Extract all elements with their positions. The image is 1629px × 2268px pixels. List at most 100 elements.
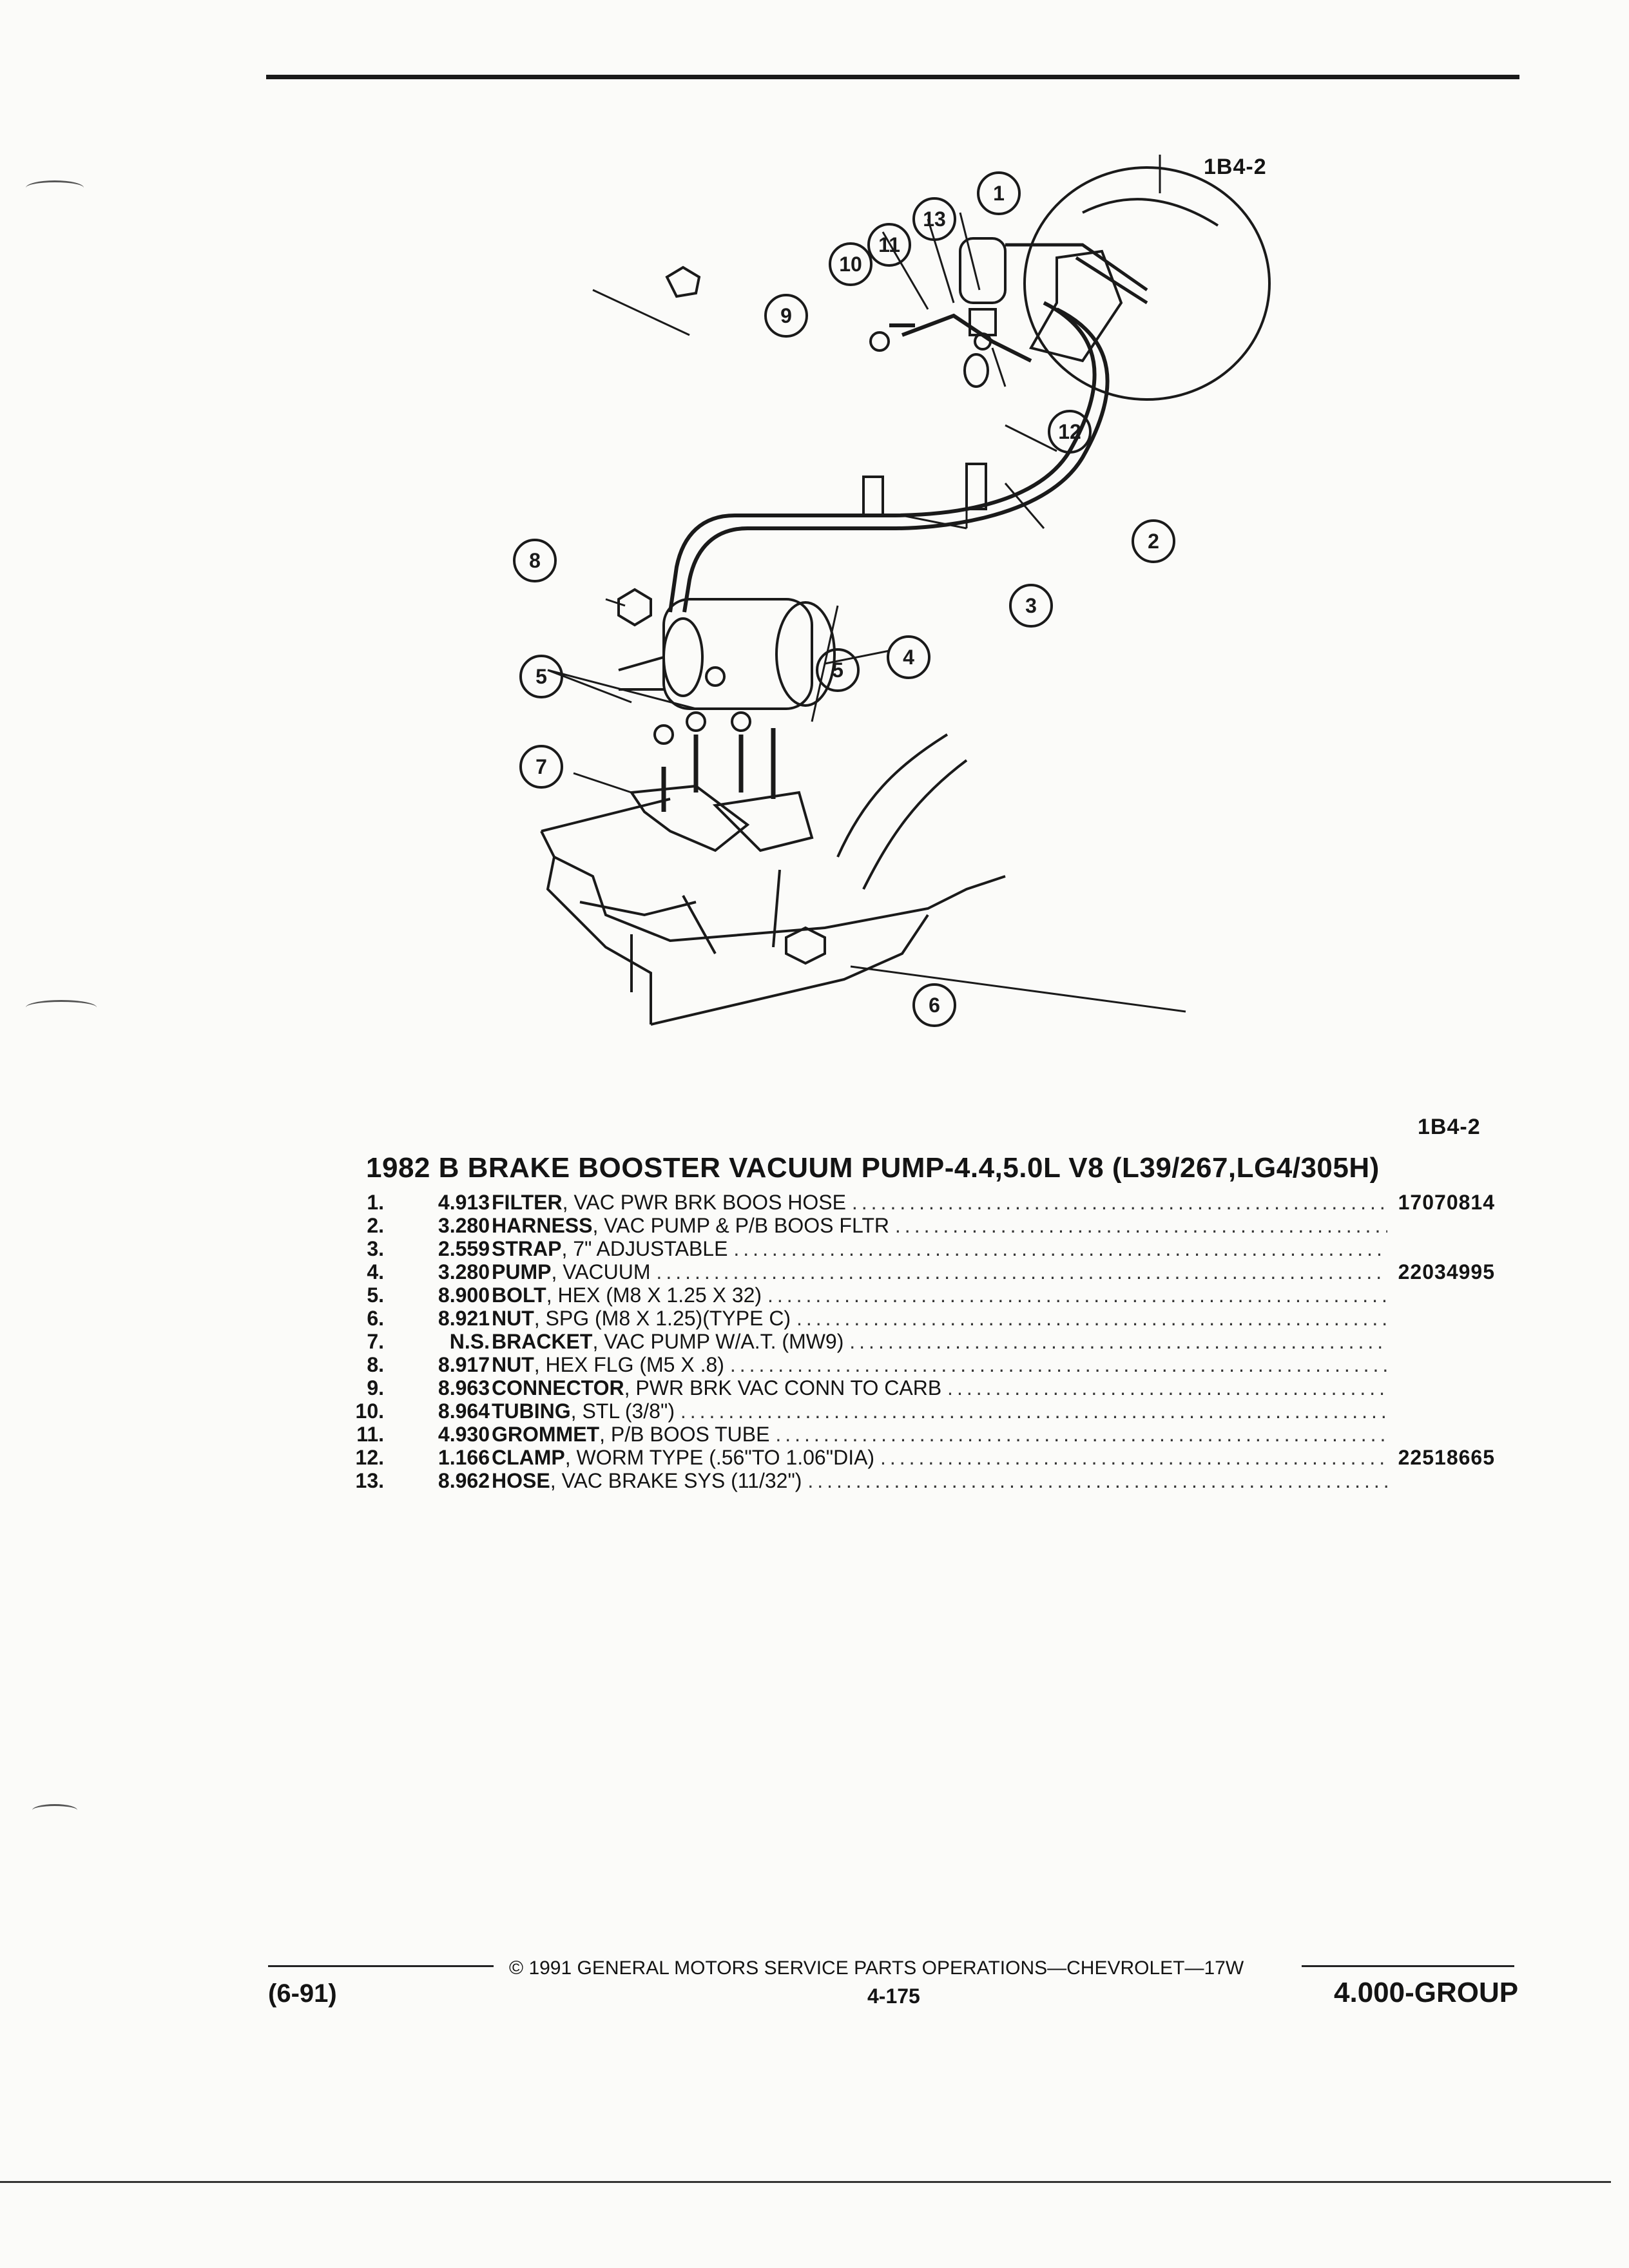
callout-8: 8 <box>529 549 541 572</box>
part-name: NUT <box>492 1307 534 1330</box>
diagram-ref-code-top: 1B4-2 <box>1204 155 1267 179</box>
dot-leader: ........................................… <box>656 1260 1387 1283</box>
brake-booster-shape <box>1023 166 1271 401</box>
dot-leader: ........................................… <box>796 1307 1387 1330</box>
part-code: 3.280 <box>438 1214 490 1237</box>
callout-4: 4 <box>903 646 914 669</box>
part-number: 17070814 <box>1398 1191 1495 1214</box>
part-name: CLAMP <box>492 1446 565 1469</box>
part-description: CLAMP, WORM TYPE (.56"TO 1.06"DIA) .....… <box>492 1446 1387 1469</box>
part-name: NUT <box>492 1353 534 1376</box>
part-detail: , VAC PWR BRK BOOS HOSE <box>562 1191 846 1214</box>
callout-7: 7 <box>535 755 547 778</box>
dot-leader: ........................................… <box>807 1469 1387 1492</box>
part-detail: , VACUUM <box>551 1260 651 1283</box>
part-detail: , PWR BRK VAC CONN TO CARB <box>624 1376 942 1399</box>
footer-rule-right <box>1302 1965 1514 1967</box>
callout-6: 6 <box>929 994 940 1017</box>
part-code: 8.962 <box>438 1469 490 1492</box>
callout-11: 11 <box>878 233 900 256</box>
part-name: FILTER <box>492 1191 563 1214</box>
group-number: 4.000-GROUP <box>1334 1977 1519 2008</box>
callout-2: 2 <box>1148 530 1159 553</box>
dot-leader: ........................................… <box>733 1237 1387 1260</box>
part-description: CONNECTOR, PWR BRK VAC CONN TO CARB ....… <box>492 1376 1387 1399</box>
part-number: 22034995 <box>1398 1260 1495 1283</box>
part-description: STRAP, 7" ADJUSTABLE ...................… <box>492 1237 1387 1260</box>
parts-list-title: 1982 B BRAKE BOOSTER VACUUM PUMP-4.4,5.0… <box>366 1152 1380 1184</box>
dot-leader: ........................................… <box>894 1214 1387 1237</box>
vacuum-pump-shape <box>662 598 813 710</box>
part-index: 11. <box>356 1423 384 1446</box>
callout-1: 1 <box>993 182 1005 205</box>
part-row: 7.N.S.BRACKET, VAC PUMP W/A.T. (MW9) ...… <box>335 1330 1495 1353</box>
callout-3: 3 <box>1025 594 1037 617</box>
part-name: HARNESS <box>492 1214 593 1237</box>
part-index: 7. <box>367 1330 384 1353</box>
part-code: 1.166 <box>438 1446 490 1469</box>
header-rule <box>266 75 1519 79</box>
page-bottom-rule <box>0 2181 1611 2183</box>
part-code: 8.963 <box>438 1376 490 1399</box>
part-code: 8.964 <box>438 1399 490 1423</box>
callout-12: 12 <box>1058 420 1081 443</box>
callout-9: 9 <box>780 304 792 327</box>
part-index: 12. <box>355 1446 384 1469</box>
part-name: HOSE <box>492 1469 550 1492</box>
part-detail: , VAC PUMP W/A.T. (MW9) <box>592 1330 844 1353</box>
dot-leader: ........................................… <box>775 1423 1387 1446</box>
part-index: 1. <box>367 1191 384 1214</box>
copyright-notice: © 1991 GENERAL MOTORS SERVICE PARTS OPER… <box>509 1957 1244 1979</box>
part-name: PUMP <box>492 1260 552 1283</box>
part-index: 6. <box>367 1307 384 1330</box>
part-detail: , VAC PUMP & P/B BOOS FLTR <box>592 1214 890 1237</box>
scan-mark <box>26 1000 97 1015</box>
dot-leader: ........................................… <box>849 1330 1387 1353</box>
part-description: NUT, SPG (M8 X 1.25)(TYPE C) ...........… <box>492 1307 1387 1330</box>
dot-leader: ........................................… <box>767 1283 1387 1307</box>
part-description: PUMP, VACUUM ...........................… <box>492 1260 1387 1283</box>
part-index: 8. <box>367 1353 384 1376</box>
part-name: BRACKET <box>492 1330 593 1353</box>
part-detail: , HEX (M8 X 1.25 X 32) <box>546 1283 762 1307</box>
part-code: 8.921 <box>438 1307 490 1330</box>
revision-date: (6-91) <box>268 1979 337 2008</box>
part-description: FILTER, VAC PWR BRK BOOS HOSE ..........… <box>492 1191 1387 1214</box>
part-code: 8.900 <box>438 1283 490 1307</box>
part-index: 13. <box>355 1469 384 1492</box>
footer-rule-left <box>268 1965 494 1967</box>
part-detail: , WORM TYPE (.56"TO 1.06"DIA) <box>564 1446 875 1469</box>
dot-leader: ........................................… <box>947 1376 1387 1399</box>
filter-shape <box>959 237 1007 304</box>
callout-10: 10 <box>839 253 862 276</box>
part-description: HARNESS, VAC PUMP & P/B BOOS FLTR ......… <box>492 1214 1387 1237</box>
part-description: HOSE, VAC BRAKE SYS (11/32") ...........… <box>492 1469 1387 1492</box>
dot-leader: ........................................… <box>851 1191 1387 1214</box>
part-description: GROMMET, P/B BOOS TUBE .................… <box>492 1423 1387 1446</box>
callout-5-left: 5 <box>535 665 547 688</box>
part-detail: , VAC BRAKE SYS (11/32") <box>550 1469 802 1492</box>
dot-leader: ........................................… <box>880 1446 1387 1469</box>
part-index: 5. <box>367 1283 384 1307</box>
part-name: BOLT <box>492 1283 546 1307</box>
part-code: 3.280 <box>438 1260 490 1283</box>
part-code: 4.930 <box>438 1423 490 1446</box>
part-name: STRAP <box>492 1237 562 1260</box>
scan-mark <box>32 1804 77 1816</box>
part-description: NUT, HEX FLG (M5 X .8) .................… <box>492 1353 1387 1376</box>
callout-5-right: 5 <box>832 658 843 682</box>
part-detail: , SPG (M8 X 1.25)(TYPE C) <box>534 1307 791 1330</box>
dot-leader: ........................................… <box>729 1353 1387 1376</box>
part-code: 4.913 <box>438 1191 490 1214</box>
part-name: CONNECTOR <box>492 1376 624 1399</box>
part-detail: , P/B BOOS TUBE <box>599 1423 770 1446</box>
part-index: 2. <box>367 1214 384 1237</box>
